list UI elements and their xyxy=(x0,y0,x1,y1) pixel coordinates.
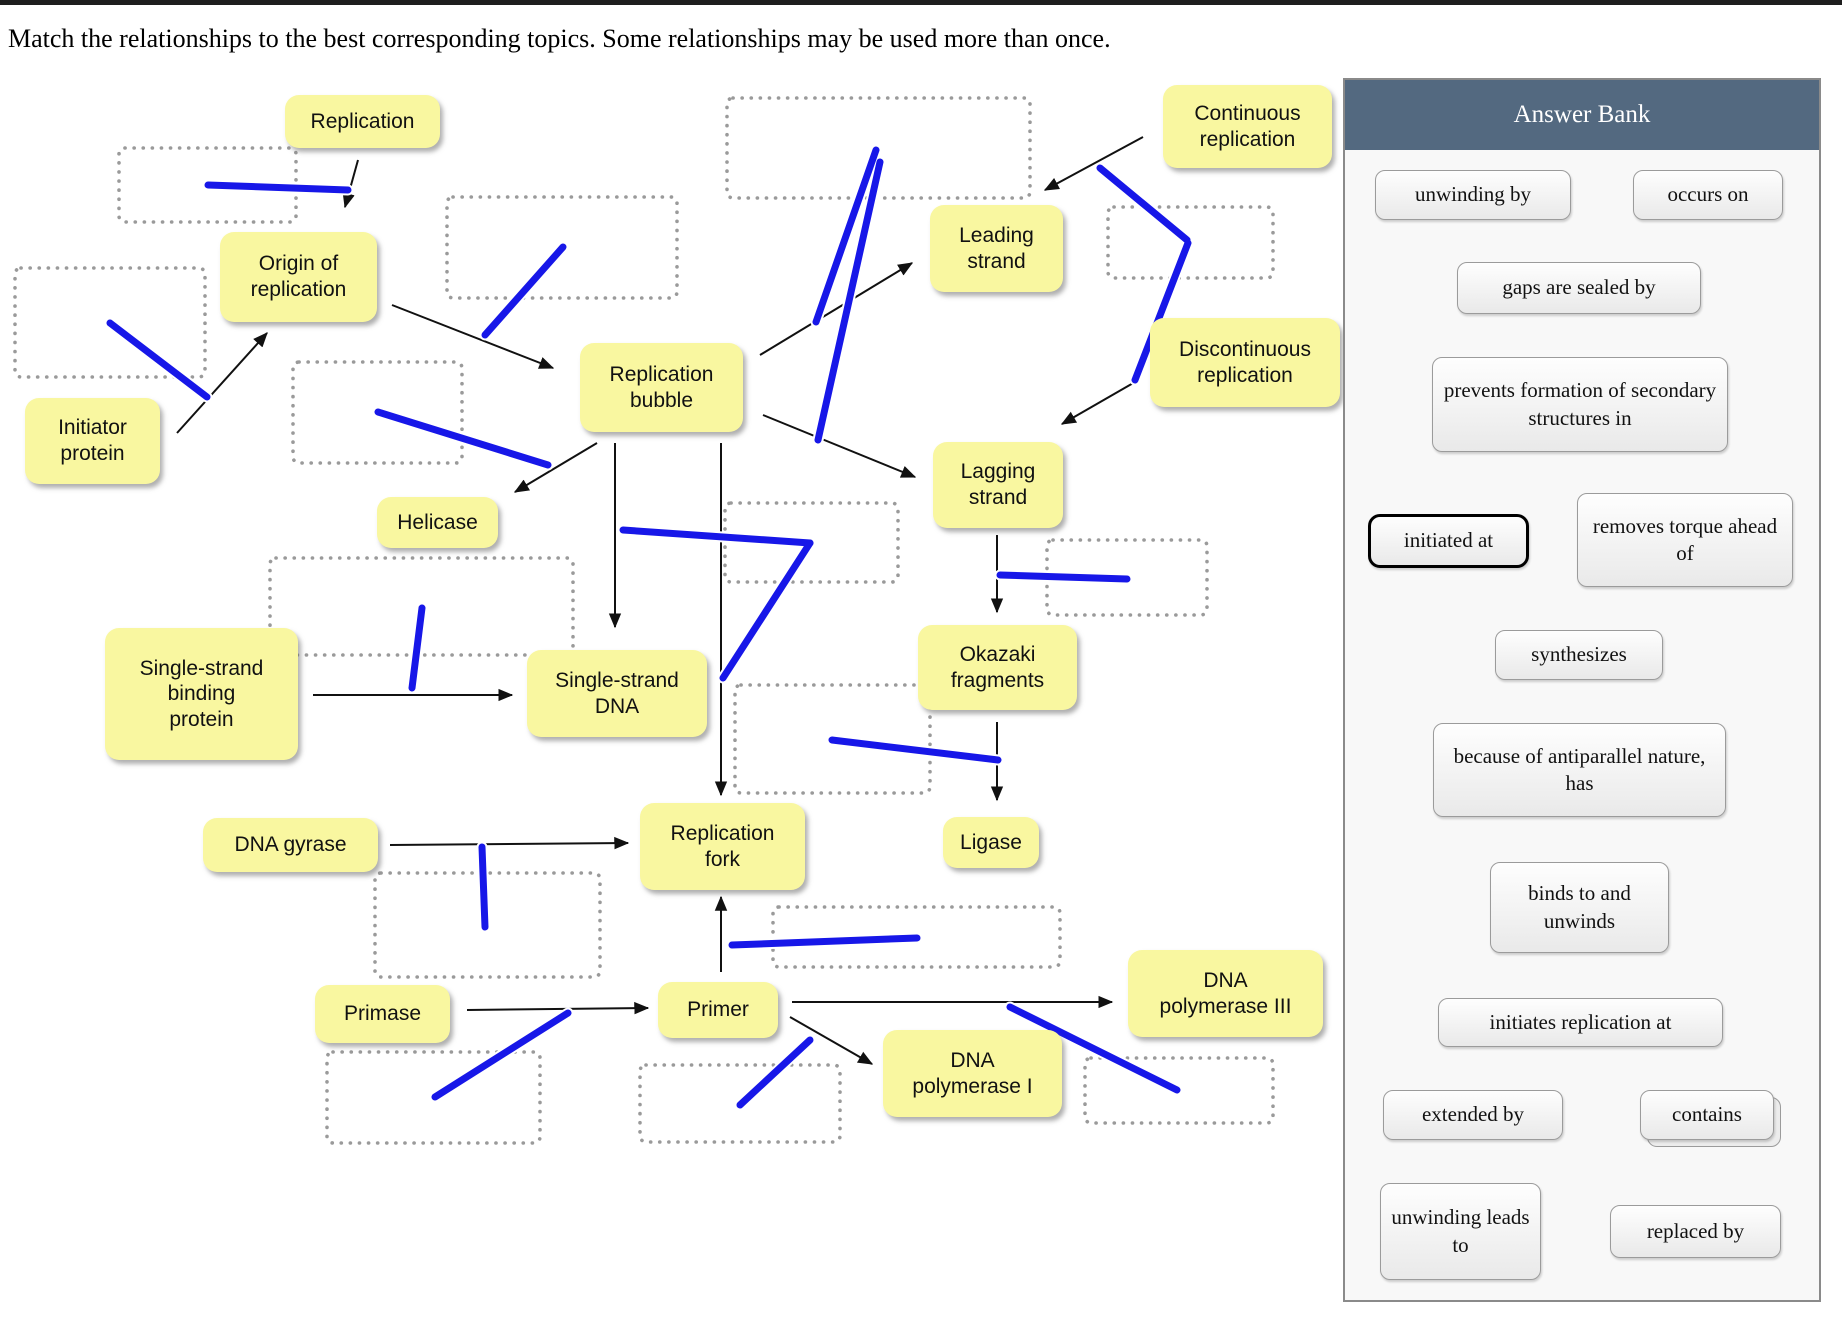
relationship-connector[interactable] xyxy=(996,571,1131,583)
drop-zone[interactable] xyxy=(1083,1056,1275,1125)
relation-arrow xyxy=(176,332,268,434)
answer-chip-contains[interactable]: contains xyxy=(1640,1090,1774,1140)
topic-node-okazaki-fragments: Okazaki fragments xyxy=(918,625,1077,710)
drop-zone[interactable] xyxy=(445,195,679,300)
topic-node-single-strand-binding-protein: Single-strand binding protein xyxy=(105,628,298,760)
top-bar xyxy=(0,0,1842,5)
answer-chip-synthesizes[interactable]: synthesizes xyxy=(1495,630,1663,680)
relationship-connector[interactable] xyxy=(812,146,880,326)
answer-chip-prevents-formation[interactable]: prevents formation of secondary structur… xyxy=(1432,357,1728,452)
topic-node-ligase: Ligase xyxy=(943,817,1039,868)
answer-chip-removes-torque[interactable]: removes torque ahead of xyxy=(1577,493,1793,587)
relationship-connector[interactable] xyxy=(478,843,489,931)
relationship-connector[interactable] xyxy=(728,934,921,949)
drop-zone[interactable] xyxy=(725,96,1032,200)
answer-chip-because-antiparallel[interactable]: because of antiparallel nature, has xyxy=(1433,723,1726,817)
answer-chip-initiated-at[interactable]: initiated at xyxy=(1368,514,1529,568)
drop-zone[interactable] xyxy=(13,266,207,379)
relationship-connector[interactable] xyxy=(828,736,1002,764)
instruction-text: Match the relationships to the best corr… xyxy=(8,24,1111,53)
drop-zone[interactable] xyxy=(291,360,464,465)
relation-arrow xyxy=(1043,136,1144,191)
relation-arrow xyxy=(762,414,917,478)
topic-node-discontinuous-replication: Discontinuous replication xyxy=(1150,318,1340,407)
answer-chip-gaps-are-sealed-by[interactable]: gaps are sealed by xyxy=(1457,262,1701,314)
relationship-connector[interactable] xyxy=(204,181,352,194)
relationship-connector[interactable] xyxy=(719,539,814,682)
relationship-connector[interactable] xyxy=(1131,239,1192,384)
drop-zone[interactable] xyxy=(771,905,1062,969)
relationship-connector[interactable] xyxy=(374,408,552,469)
relationship-connector[interactable] xyxy=(1096,164,1191,244)
drop-zone[interactable] xyxy=(325,1050,542,1145)
answer-bank-header: Answer Bank xyxy=(1345,80,1819,150)
drop-zone[interactable] xyxy=(723,501,900,584)
answer-chip-binds-to-and-unwinds[interactable]: binds to and unwinds xyxy=(1490,862,1669,953)
topic-node-initiator-protein: Initiator protein xyxy=(25,398,160,484)
topic-node-replication-bubble: Replication bubble xyxy=(580,343,743,432)
relationship-connector[interactable] xyxy=(408,604,426,692)
answer-chip-initiates-replication-at[interactable]: initiates replication at xyxy=(1438,998,1723,1047)
topic-node-helicase: Helicase xyxy=(377,497,498,548)
answer-chip-unwinding-leads-to[interactable]: unwinding leads to xyxy=(1380,1183,1541,1280)
topic-node-dna-polymerase-iii: DNA polymerase III xyxy=(1128,950,1323,1037)
topic-node-continuous-replication: Continuous replication xyxy=(1163,85,1332,168)
relationship-connector[interactable] xyxy=(106,319,211,401)
relationship-connector[interactable] xyxy=(736,1036,814,1109)
topic-node-lagging-strand: Lagging strand xyxy=(933,442,1063,528)
topic-node-primer: Primer xyxy=(658,982,778,1038)
topic-node-replication: Replication xyxy=(285,95,440,148)
drop-zone[interactable] xyxy=(733,683,932,795)
relation-arrow xyxy=(789,1016,874,1065)
relation-arrow xyxy=(389,836,630,850)
answer-chip-extended-by[interactable]: extended by xyxy=(1383,1090,1563,1140)
topic-node-leading-strand: Leading strand xyxy=(930,205,1063,292)
answer-chip-unwinding-by[interactable]: unwinding by xyxy=(1375,170,1571,220)
drop-zone[interactable] xyxy=(268,556,575,657)
drop-zone[interactable] xyxy=(1106,205,1275,280)
topic-node-replication-fork: Replication fork xyxy=(640,803,805,890)
drop-zone[interactable] xyxy=(373,871,602,979)
drop-zone[interactable] xyxy=(117,146,298,224)
topic-node-origin-of-replication: Origin of replication xyxy=(220,232,377,322)
relation-arrow xyxy=(391,304,555,369)
topic-node-single-strand-dna: Single-strand DNA xyxy=(527,650,707,737)
answer-chip-replaced-by[interactable]: replaced by xyxy=(1610,1205,1781,1258)
relationship-connector[interactable] xyxy=(619,526,814,547)
drop-zone[interactable] xyxy=(638,1063,842,1144)
relation-arrow xyxy=(466,1001,650,1015)
topic-node-dna-polymerase-i: DNA polymerase I xyxy=(883,1030,1062,1117)
topic-node-dna-gyrase: DNA gyrase xyxy=(203,818,378,872)
topic-node-primase: Primase xyxy=(315,985,450,1043)
relationship-connector[interactable] xyxy=(1006,1003,1181,1094)
answer-chip-occurs-on[interactable]: occurs on xyxy=(1633,170,1783,220)
relationship-connector[interactable] xyxy=(814,158,884,444)
relation-arrow xyxy=(759,262,914,356)
answer-bank-title: Answer Bank xyxy=(1513,101,1651,128)
relationship-connector[interactable] xyxy=(431,1009,572,1101)
relation-arrow xyxy=(1060,381,1136,425)
relation-arrow xyxy=(513,442,598,493)
relation-arrow xyxy=(342,159,359,209)
relationship-connector[interactable] xyxy=(481,243,567,339)
